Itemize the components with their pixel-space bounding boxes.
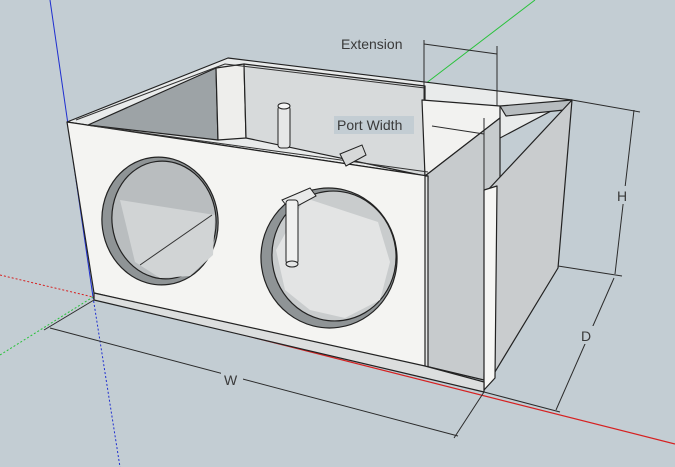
brace-vertical-front [285,199,299,265]
blue-axis-dotted [92,296,121,467]
front-right-edge [424,175,429,371]
port-width-label-bg [334,116,414,134]
height-ext-bottom [557,265,623,277]
height-label: H [617,188,627,204]
extension-label-bg [338,35,410,53]
width-dim [49,327,459,437]
brace-vertical-front-end [285,260,299,268]
depth-label-bg [578,326,596,344]
brace-vertical-back [277,105,291,149]
width-label: W [224,372,238,388]
red-axis-dotted [0,274,94,298]
front-rim-line [75,63,426,121]
port-width-label: Port Width [337,117,402,133]
front-rim-line-2 [85,124,429,173]
right-side-edge [483,185,498,391]
driver-right-interior [276,198,390,318]
extension-label: Extension [341,36,402,52]
speaker-cutouts [101,156,398,329]
green-axis-dotted [0,296,94,356]
green-axis [424,0,536,85]
driver-left [101,156,219,286]
brace-diagonal [339,144,367,167]
dimension-labels: Extension Port Width H D W [221,35,632,388]
driver-left-edge [139,214,213,266]
extension-dim [423,43,498,55]
depth-label: D [581,328,591,344]
inner-back-panel [215,63,247,141]
port-width-dim [431,125,485,135]
brace-vertical-back-top [277,102,291,110]
width-label-bg [221,370,243,388]
depth-ext [483,391,561,413]
height-ext-top [571,99,641,113]
driver-left-interior [120,200,215,278]
height-label-bg [614,186,632,204]
braces [277,102,367,268]
width-ext-left [43,299,95,331]
width-ext-right [453,391,485,439]
